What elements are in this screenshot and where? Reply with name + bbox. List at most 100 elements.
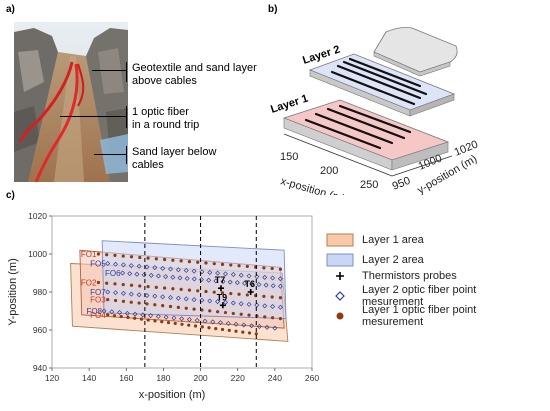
layer2-fiber-point xyxy=(183,267,189,273)
layer2-fiber-point xyxy=(168,295,174,301)
layer1-fiber-point xyxy=(220,327,225,332)
layer2-fiber-point xyxy=(170,274,176,280)
callout-optic-fiber-line2: in a round trip xyxy=(132,119,200,131)
layer1-fiber-point xyxy=(180,322,184,326)
layer2-fiber-point xyxy=(246,301,252,307)
layer2-fiber-point xyxy=(175,267,181,273)
x-tick-label: 220 xyxy=(231,373,245,383)
layer1-fiber-point xyxy=(138,284,142,288)
layer1-fiber-point xyxy=(138,255,142,260)
layer2-fiber-point xyxy=(199,269,205,275)
layer1-fiber-point xyxy=(166,320,171,325)
layer2-fiber-point xyxy=(144,264,150,270)
layer2-fiber-point xyxy=(140,312,146,318)
layer1-fiber-point xyxy=(234,329,238,333)
callout-leader-top xyxy=(92,70,126,71)
layer2-fiber-point xyxy=(234,280,240,286)
callout-bracket-bottom xyxy=(125,146,127,164)
layer2-fiber-point xyxy=(230,272,236,278)
layer2-fiber-point xyxy=(277,283,283,289)
layer1-fiber-point xyxy=(173,321,177,326)
layer2-fiber-point xyxy=(120,262,126,268)
callout-bracket-middle xyxy=(125,106,127,128)
layer2-fiber-point xyxy=(246,273,252,279)
layer1-fiber-point xyxy=(129,255,134,259)
layer2-fiber-point xyxy=(160,294,166,300)
layer2-fiber-point xyxy=(277,276,283,282)
callout-geotextile: Geotextile and sand layer above cables xyxy=(132,62,257,88)
layer1-fiber-point xyxy=(139,317,144,321)
y-tick-label: 960 xyxy=(33,325,47,335)
x-axis-label: x-position (m) xyxy=(139,389,206,401)
layer2-fiber-point xyxy=(105,289,111,295)
layer2-fiber-point xyxy=(207,298,213,304)
y-axis-label: Y-position (m) xyxy=(7,258,19,325)
legend-label: Thermistors probes xyxy=(362,270,457,282)
layer1-fiber-point xyxy=(231,311,235,316)
layer1-fiber-point xyxy=(245,264,249,269)
thermistor-t7 xyxy=(218,285,224,292)
layer1-fiber-point xyxy=(113,298,118,303)
legend-swatch xyxy=(326,289,354,303)
layer1-fiber-point xyxy=(113,282,117,286)
legend-item: Thermistors probes xyxy=(326,268,457,284)
x-tick-label: 120 xyxy=(45,373,59,383)
layer1-fiber-point xyxy=(184,306,188,310)
layer2-fiber-point xyxy=(171,315,177,321)
layer1-fiber-point xyxy=(192,307,196,311)
layer1-fiber-point xyxy=(154,285,158,289)
layer1-fiber-point xyxy=(270,295,274,299)
layer1-fiber-point xyxy=(229,291,233,296)
layer2-fiber-point xyxy=(152,293,158,299)
layer1-fiber-point xyxy=(196,260,200,264)
thermistor-t9 xyxy=(219,302,226,309)
layer2-fiber-point xyxy=(227,279,233,285)
layer1-fiber-point xyxy=(121,254,125,258)
layer1-fiber-point xyxy=(160,320,164,324)
legend-item: Layer 1 optic fiber point mesurement xyxy=(326,304,540,328)
callout-bracket-top xyxy=(125,62,127,82)
layer2-fiber-point xyxy=(117,310,123,316)
layer2-fiber-point xyxy=(199,297,205,303)
thermistor-label-t9: T9 xyxy=(217,292,228,302)
layer2-fiber-point xyxy=(120,290,126,296)
legend-item: Layer 2 area xyxy=(326,252,424,268)
layer1-fiber-point xyxy=(214,327,218,331)
fiber-label-fo1: FO1 xyxy=(81,250,97,259)
layer1-fiber-point xyxy=(278,317,283,321)
layer2-fiber-point xyxy=(270,283,276,289)
layer1-fiber-point xyxy=(176,305,180,309)
layer2-fiber-point xyxy=(148,272,154,278)
layer2-fiber-point xyxy=(120,270,126,276)
layer2-fiber-point xyxy=(127,271,133,277)
layer2-fiber-point xyxy=(262,303,268,309)
x-tick-label: 160 xyxy=(119,373,133,383)
layer2-fiber-point xyxy=(184,275,190,281)
callout-geotextile-line2: above cables xyxy=(132,75,197,87)
legend-label: Layer 2 optic fiber point mesurement xyxy=(362,284,477,308)
layer1-fiber-point xyxy=(245,293,249,297)
y-tick-label: 1020 xyxy=(28,211,47,221)
thermistor-t6 xyxy=(247,289,254,295)
fiber-label-fo8: FO8 xyxy=(86,307,102,316)
layer2-fiber-point xyxy=(242,280,248,286)
layer1-fiber-point xyxy=(263,315,267,319)
layer2-fiber-point xyxy=(249,281,255,287)
layer2-fiber-point xyxy=(163,274,169,280)
layer2-fiber-point xyxy=(199,277,204,283)
layer2-fiber-point xyxy=(254,302,260,308)
layer2-fiber-point xyxy=(160,265,166,271)
landfill-trench-photo xyxy=(14,22,128,182)
fiber-label-fo5: FO5 xyxy=(90,260,106,269)
layer1-fiber-point xyxy=(278,296,283,300)
layer1-fiber-point xyxy=(216,310,220,314)
iso-x-axis-label: x-position (m) xyxy=(279,175,346,195)
layer2-fiber-point xyxy=(272,325,278,331)
layer2-fiber-point xyxy=(191,276,197,282)
callout-geotextile-line1: Geotextile and sand layer xyxy=(132,62,257,74)
layer1-fiber-point xyxy=(163,286,167,290)
thermistor-label-t6: T6 xyxy=(244,279,255,289)
layer2-fiber-point xyxy=(215,270,221,276)
layer2-fiber-point xyxy=(256,281,262,287)
layer2-fiber-point xyxy=(230,300,236,306)
